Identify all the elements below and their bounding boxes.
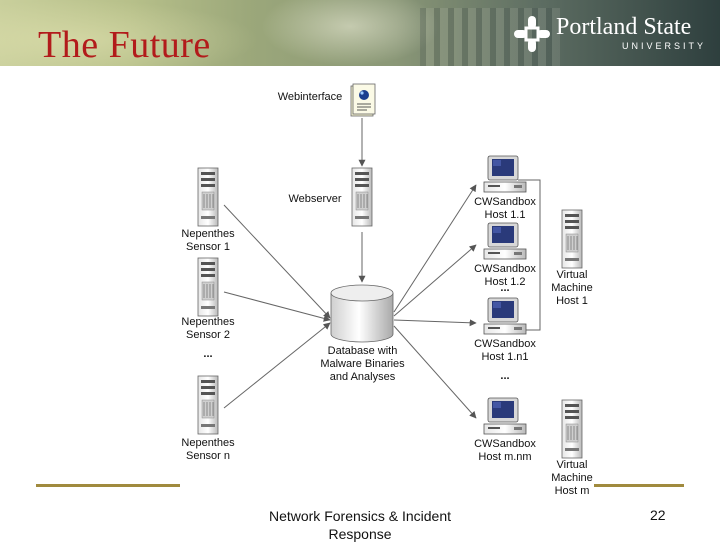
- sensor-ellipsis: ...: [203, 348, 213, 360]
- sensor-n-label: Nepenthes Sensor n: [181, 437, 235, 462]
- sensor-2-label: Nepenthes Sensor 2: [181, 316, 235, 341]
- sandbox-1-n1-icon: [483, 297, 527, 335]
- database-label: Database with Malware Binaries and Analy…: [320, 345, 405, 383]
- footer-title: Network Forensics & Incident Response: [268, 508, 452, 542]
- sandbox-ellipsis-2: ...: [500, 370, 510, 382]
- connectors: [223, 118, 541, 419]
- database-to-sandbox-1-n1: [393, 319, 477, 327]
- slide-title: The Future: [38, 24, 211, 66]
- webinterface-icon: [350, 83, 376, 117]
- webinterface-label: Webinterface: [277, 91, 343, 103]
- footer-rule-left: [36, 484, 180, 487]
- vm-host-m-icon: [561, 399, 583, 459]
- database-to-sandbox-1-2: [393, 244, 477, 317]
- university-logo: Portland State UNIVERSITY: [512, 14, 703, 54]
- vm-host-m-label: Virtual Machine Host m: [551, 459, 593, 497]
- psu-logo-icon: [514, 16, 550, 52]
- logo-subtitle: UNIVERSITY: [622, 41, 707, 51]
- vm-host-1-icon: [561, 209, 583, 269]
- header-photo-region: [260, 0, 440, 66]
- sandbox-1-2-icon: [483, 222, 527, 260]
- page-number: 22: [650, 507, 666, 523]
- webserver-icon: [351, 167, 373, 227]
- sensorn-to-database: [223, 322, 331, 409]
- header-banner: [0, 0, 720, 66]
- sensor-2-icon: [197, 257, 219, 317]
- sensor1-to-database: [223, 204, 331, 319]
- sandbox-ellipsis-1: ...: [500, 282, 510, 294]
- database-to-sandbox-m-nm: [393, 325, 477, 419]
- sandbox-1-n1-label: CWSandbox Host 1.n1: [474, 338, 536, 363]
- database-icon: [330, 284, 394, 343]
- webserver-label: Webserver: [288, 193, 342, 205]
- sandbox-m-nm-label: CWSandbox Host m.nm: [474, 438, 536, 463]
- sandbox-1-1-label: CWSandbox Host 1.1: [474, 196, 536, 221]
- header-photo-region: [0, 0, 260, 66]
- vm-host-1-bracket: [518, 179, 541, 331]
- footer-rule-right: [594, 484, 684, 487]
- sensor-1-icon: [197, 167, 219, 227]
- sandbox-1-1-icon: [483, 155, 527, 193]
- sandbox-m-nm-icon: [483, 397, 527, 435]
- vm-host-1-label: Virtual Machine Host 1: [551, 269, 593, 307]
- sensor-1-label: Nepenthes Sensor 1: [181, 228, 235, 253]
- logo-name: Portland State: [556, 14, 692, 40]
- sensor-n-icon: [197, 375, 219, 435]
- sandbox-1-2-label: CWSandbox Host 1.2: [474, 263, 536, 288]
- database-to-sandbox-1-1: [393, 184, 477, 313]
- sensor2-to-database: [223, 291, 331, 322]
